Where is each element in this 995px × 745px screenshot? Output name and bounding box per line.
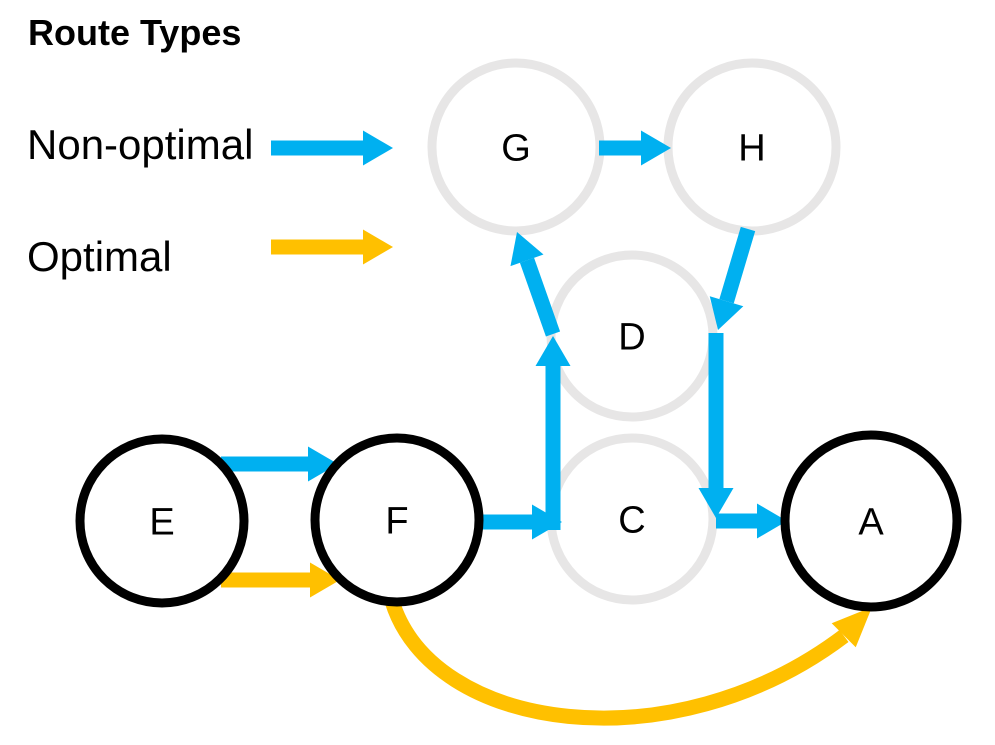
edge-d-c-nonoptimal-head [698, 488, 734, 518]
node-label-G: G [501, 127, 531, 169]
node-label-D: D [618, 316, 645, 358]
node-label-A: A [858, 501, 884, 543]
edge-d-c-nonoptimal [698, 333, 734, 518]
edge-e-f-nonoptimal-head [308, 446, 338, 482]
node-ring-A [780, 430, 962, 612]
node-ring-E [75, 434, 249, 608]
legend-label-optimal: Optimal [27, 233, 172, 280]
edge-d-g-nonoptimal-shaft [519, 257, 561, 337]
edge-c-a-nonoptimal-head [757, 503, 787, 539]
edge-c-d-nonoptimal-head [535, 336, 571, 366]
node-label-E: E [149, 501, 174, 543]
edge-e-f-optimal-head [310, 562, 340, 598]
edge-h-d-nonoptimal-shaft [719, 226, 756, 304]
edge-e-f-optimal [221, 562, 340, 598]
edge-d-g-nonoptimal-head [510, 232, 544, 267]
node-label-F: F [385, 500, 408, 542]
edge-e-f-nonoptimal [221, 446, 338, 482]
node-label-C: C [618, 499, 645, 541]
edge-h-d-nonoptimal [709, 226, 756, 330]
edge-c-a-nonoptimal [716, 503, 787, 539]
edge-c-d-nonoptimal [535, 336, 571, 530]
legend-non-optimal-arrow-head [363, 130, 393, 166]
diagram-title: Route Types [28, 12, 242, 53]
edge-h-d-nonoptimal-head [709, 296, 744, 330]
edge-f-a-optimal [384, 598, 872, 726]
legend-optimal-arrow-head [363, 229, 393, 265]
legend-non-optimal-arrow [271, 130, 393, 166]
legend-optimal-arrow [271, 229, 393, 265]
edge-g-h-nonoptimal-head [641, 130, 671, 166]
edge-g-h-nonoptimal [599, 130, 671, 166]
node-label-H: H [738, 127, 765, 169]
edge-d-g-nonoptimal [510, 232, 561, 337]
edge-f-a-optimal-shaft [384, 598, 849, 726]
node-ring-F [310, 433, 484, 607]
legend-label-non-optimal: Non-optimal [27, 121, 254, 168]
edge-f-a-optimal-head [831, 607, 872, 648]
